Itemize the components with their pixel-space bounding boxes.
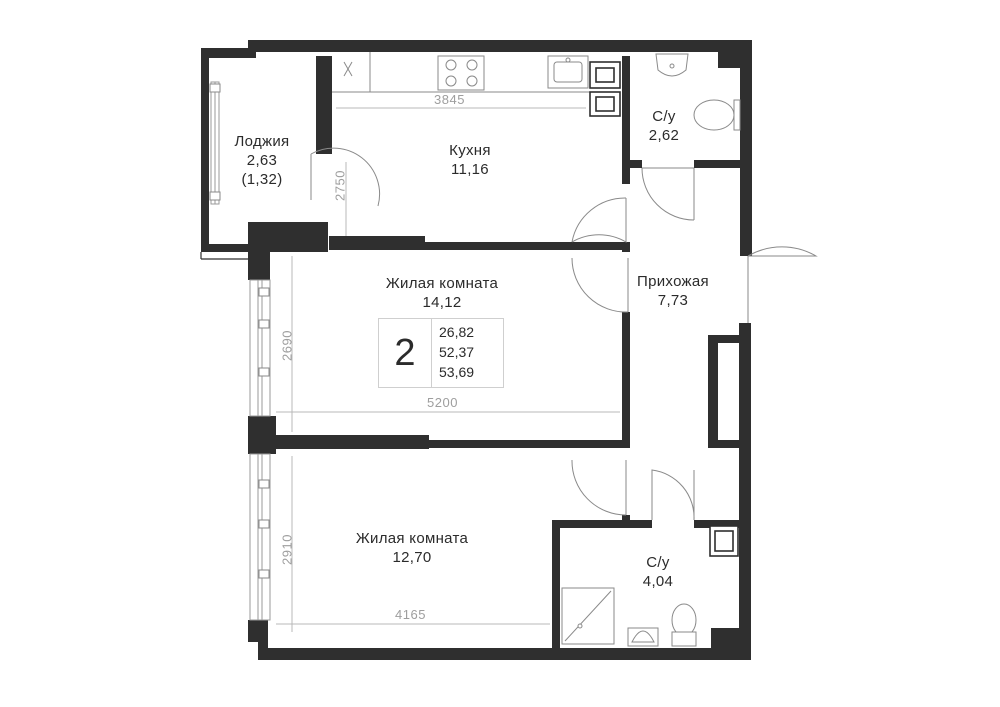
doors xyxy=(310,147,818,521)
living1-area: 14,12 xyxy=(422,294,462,311)
living1-label: Жилая комната 14,12 xyxy=(360,274,524,312)
total-area-with-loggia: 53,69 xyxy=(439,364,475,380)
living1-name: Жилая комната xyxy=(385,275,499,292)
bath-top-label: С/у 2,62 xyxy=(632,107,696,145)
loggia-name: Лоджия xyxy=(234,133,290,150)
dim-kitchen-width: 3845 xyxy=(434,92,465,107)
hall-label: Прихожая 7,73 xyxy=(618,272,728,310)
living2-label: Жилая комната 12,70 xyxy=(330,529,494,567)
living-area: 26,82 xyxy=(439,324,475,340)
interior-walls xyxy=(259,46,748,652)
dim-living1-depth: 2690 xyxy=(279,330,295,361)
bath-bottom-area: 4,04 xyxy=(642,573,674,590)
bath-top-fixtures xyxy=(655,53,741,131)
loggia-label: Лоджия 2,63 (1,32) xyxy=(220,132,304,189)
loggia-outline xyxy=(200,48,332,260)
living2-name: Жилая комната xyxy=(355,530,469,547)
dim-living1-width: 5200 xyxy=(427,395,458,410)
kitchen-area: 11,16 xyxy=(451,161,489,178)
loggia-area: 2,63 xyxy=(246,152,278,169)
living1-window xyxy=(249,279,271,417)
dim-kitchen-depth: 2750 xyxy=(332,170,348,201)
hall-name: Прихожая xyxy=(637,273,709,290)
room-count: 2 xyxy=(379,319,432,387)
loggia-area-reduced: (1,32) xyxy=(241,171,283,188)
total-area: 52,37 xyxy=(439,344,475,360)
kitchen-appliances xyxy=(589,61,621,117)
kitchen-name: Кухня xyxy=(449,142,491,159)
bath-top-area: 2,62 xyxy=(648,127,680,144)
bath-bottom-fixtures xyxy=(561,525,739,647)
loggia-window xyxy=(209,81,221,205)
apartment-summary: 2 26,82 52,37 53,69 xyxy=(378,318,504,388)
dim-living2-depth: 2910 xyxy=(279,534,295,565)
living2-area: 12,70 xyxy=(392,549,432,566)
bath-bottom-name: С/у xyxy=(646,554,670,571)
area-values: 26,82 52,37 53,69 xyxy=(439,322,474,382)
bath-top-name: С/у xyxy=(652,108,676,125)
dimension-lines xyxy=(276,107,620,632)
hall-area: 7,73 xyxy=(657,292,689,309)
outer-walls xyxy=(248,40,752,660)
kitchen-counter xyxy=(332,52,590,93)
dim-living2-width: 4165 xyxy=(395,607,426,622)
bath-bottom-label: С/у 4,04 xyxy=(626,553,690,591)
kitchen-label: Кухня 11,16 xyxy=(420,141,520,179)
living2-window xyxy=(249,453,271,621)
